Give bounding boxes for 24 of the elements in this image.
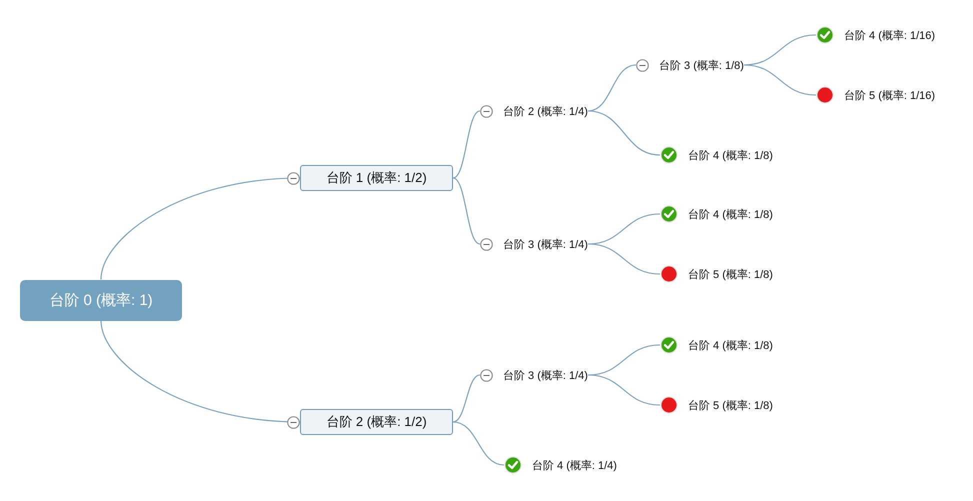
connector-line [588, 64, 636, 112]
connector-line [452, 421, 504, 466]
topic-label: 台阶 4 (概率: 1/8) [688, 338, 773, 352]
connector-line [452, 110, 480, 178]
root-topic-box: 台阶 0 (概率: 1) [20, 280, 182, 320]
topic-label: 台阶 3 (概率: 1/8) [659, 58, 744, 72]
connector-line [744, 64, 816, 96]
topic-label: 台阶 4 (概率: 1/8) [688, 148, 773, 162]
topic-label: 台阶 4 (概率: 1/4) [532, 458, 617, 472]
topic-label: 台阶 5 (概率: 1/16) [844, 88, 936, 102]
topic-label: 台阶 3 (概率: 1/4) [503, 368, 588, 382]
topic-label: 台阶 5 (概率: 1/8) [688, 268, 773, 282]
topic-box: 台阶 1 (概率: 1/2) [300, 165, 453, 191]
topic-label: 台阶 5 (概率: 1/8) [688, 398, 773, 412]
connector-line [452, 178, 480, 244]
topic-label: 台阶 4 (概率: 1/16) [844, 28, 936, 42]
connector-line [588, 374, 660, 406]
connector-line [452, 374, 480, 423]
connector-line [588, 243, 660, 275]
topic-label: 台阶 4 (概率: 1/8) [688, 208, 773, 222]
topic-box: 台阶 2 (概率: 1/2) [300, 409, 453, 435]
connector-line [588, 110, 660, 156]
topic-label: 台阶 2 (概率: 1/4) [503, 104, 588, 118]
topic-label: 台阶 3 (概率: 1/4) [503, 238, 588, 252]
